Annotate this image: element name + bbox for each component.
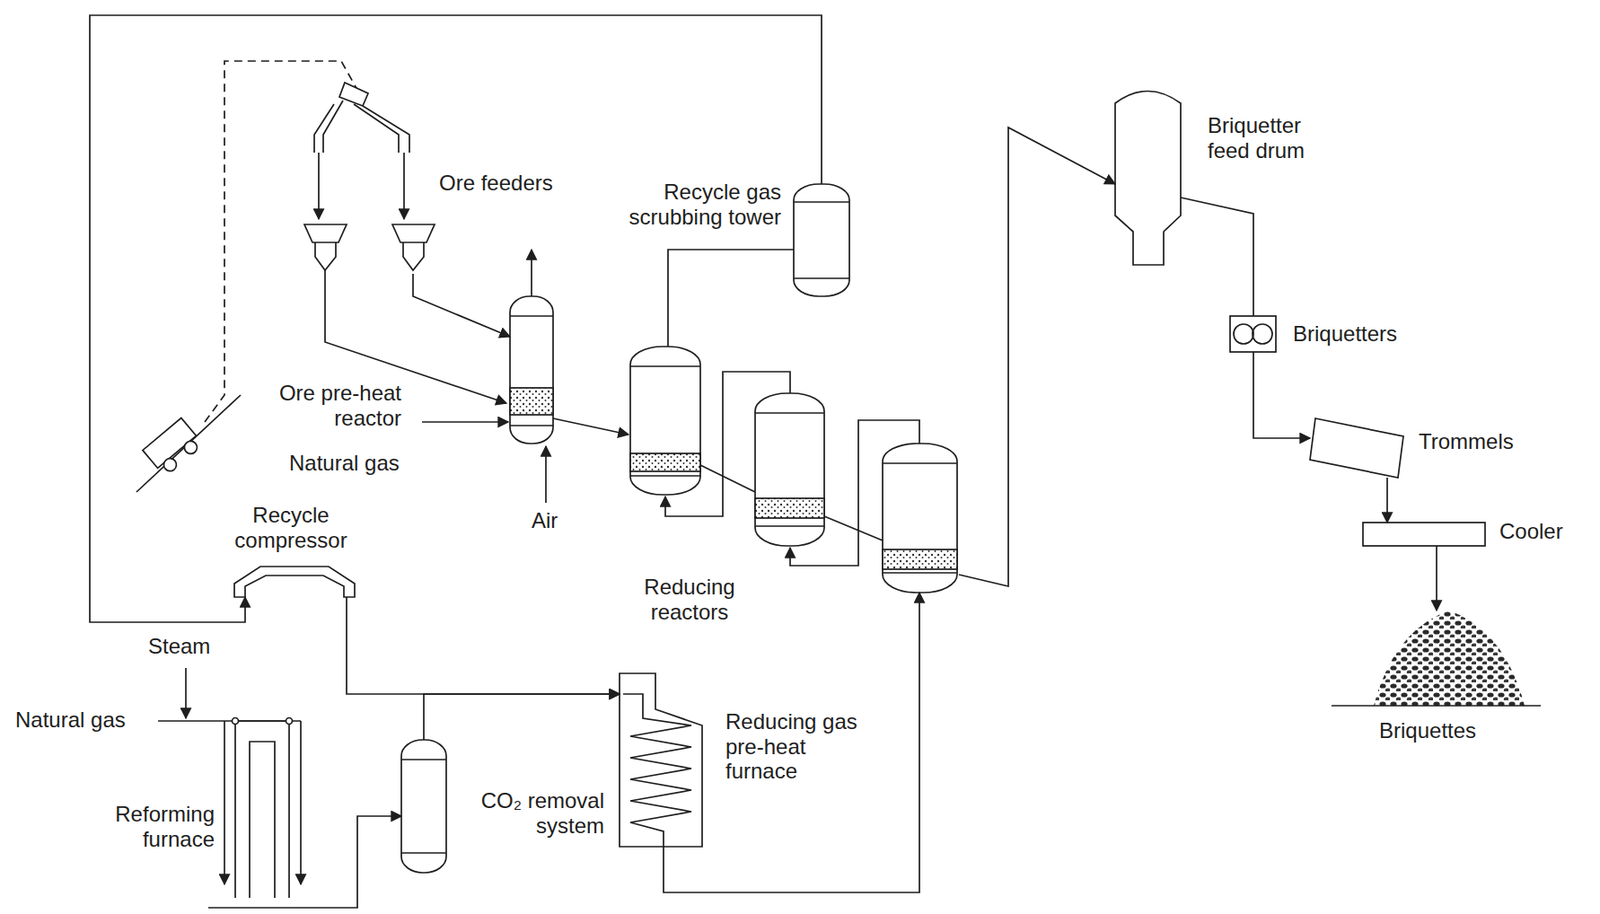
equipment-label: CO₂ removal system: [451, 788, 605, 838]
briquette-pile: Briquettes: [1367, 610, 1531, 706]
vessel-seam: [509, 316, 554, 426]
fluid-bed: [755, 498, 825, 519]
process-stream: [1386, 477, 1389, 523]
reactor-vessel: [882, 443, 958, 593]
co2-removal: CO₂ removal system: [401, 739, 447, 873]
preheat-vessel: [509, 296, 554, 444]
solids-transfer: [700, 465, 883, 541]
heating-coil: [623, 694, 692, 847]
gas-inlet-arrow: [421, 421, 509, 423]
fluid-bed: [882, 549, 958, 570]
ore-feeder: [304, 224, 347, 271]
co2-vessel: [401, 739, 447, 873]
exhaust-arrow: [530, 249, 533, 297]
briquette-pile: [1373, 610, 1525, 706]
process-stream: [1435, 545, 1438, 611]
equipment-label: Cooler: [1499, 518, 1564, 545]
ore-chute: [314, 100, 410, 153]
ore-cart: [142, 418, 204, 478]
process-stream: [663, 592, 920, 893]
reactor-vessel: [630, 346, 701, 495]
recycle-compressor: Recycle compressor: [234, 566, 355, 598]
process-stream: [413, 273, 510, 337]
tube-joint: [232, 718, 239, 725]
air-inlet-arrow: [545, 446, 547, 503]
reformer-outlet: [208, 906, 297, 909]
vessel-seam: [755, 413, 825, 527]
interstage-gas: [790, 420, 920, 566]
fluid-bed: [509, 387, 554, 415]
vessel-seam: [882, 463, 958, 573]
ore-chute-arrow: [317, 152, 320, 220]
equipment-label: Reducing gas pre-heat furnace: [725, 709, 870, 784]
cooler-unit: [1362, 522, 1486, 546]
process-stream: [668, 249, 794, 347]
conveyor-incline: [136, 395, 241, 493]
vessel-seam: [793, 202, 850, 279]
compressor-hood: [234, 566, 355, 598]
reactor-vessel: [755, 393, 825, 546]
stream-label: Natural gas: [15, 707, 126, 733]
reformer-tube: [299, 720, 302, 885]
equipment-label: Trommels: [1418, 429, 1514, 455]
vessel-seam: [630, 366, 701, 476]
equipment-label: Ore pre-heat reactor: [257, 380, 402, 431]
equipment-label: Briquettes: [1379, 718, 1477, 744]
briquetter-roll: [1252, 324, 1273, 344]
scrubbing-tower: Recycle gas scrubbing tower: [793, 184, 850, 297]
feeder-group: Ore feeders: [296, 215, 440, 274]
reforming-furnace: Reforming furnace: [219, 719, 307, 908]
feed-drum: Briquetter feed drum: [1115, 87, 1181, 265]
equipment-label: Recycle compressor: [223, 502, 359, 553]
stream-label: Natural gas: [289, 450, 400, 476]
tube-joint: [286, 718, 293, 725]
preheat-reactor: Ore pre-heat reactor: [509, 296, 554, 444]
trommel-drum: [1309, 418, 1404, 478]
process-stream: [553, 418, 629, 435]
briquetter-frame: [1230, 316, 1276, 352]
ore-feeder: [392, 224, 435, 271]
steam-arrow: [184, 668, 187, 719]
equipment-label: Briquetter feed drum: [1207, 113, 1343, 163]
ore-chute: [339, 82, 369, 106]
reactor-train: Reducing reactors: [628, 346, 959, 593]
process-stream: [1180, 197, 1254, 317]
fluid-bed: [630, 453, 701, 472]
stream-label: Air: [531, 508, 558, 534]
scrubbing-tower: [793, 184, 850, 297]
interstage-gas: [665, 371, 791, 517]
process-stream: [1253, 351, 1310, 439]
ore-chute-arrow: [403, 152, 405, 220]
trommel: Trommels: [1309, 414, 1404, 478]
preheat-furnace: [619, 673, 703, 847]
equipment-label: Ore feeders: [439, 170, 554, 196]
feed-drum: [1115, 91, 1181, 266]
equipment-label: Reforming furnace: [97, 801, 215, 852]
process-stream: [958, 127, 1116, 587]
process-stream: [296, 816, 402, 908]
gas-preheat-furnace: Reducing gas pre-heat furnace: [619, 673, 703, 847]
process-stream: [346, 597, 620, 695]
reformer-tube: [223, 720, 226, 885]
equipment-label: Briquetters: [1292, 321, 1398, 347]
vessel-seam: [401, 759, 447, 853]
process-stream: [89, 15, 822, 623]
equipment-label: Recycle gas scrubbing tower: [601, 179, 782, 229]
furnace-casing: [235, 720, 290, 898]
equipment-label: Reducing reactors: [631, 574, 748, 625]
ground-line: [1331, 704, 1541, 707]
cooler: Cooler: [1362, 522, 1486, 546]
briquetter-roll: [1233, 324, 1254, 344]
process-stream: [423, 694, 620, 740]
briquetter: Briquetters: [1230, 316, 1276, 352]
stream-label: Steam: [148, 633, 211, 660]
